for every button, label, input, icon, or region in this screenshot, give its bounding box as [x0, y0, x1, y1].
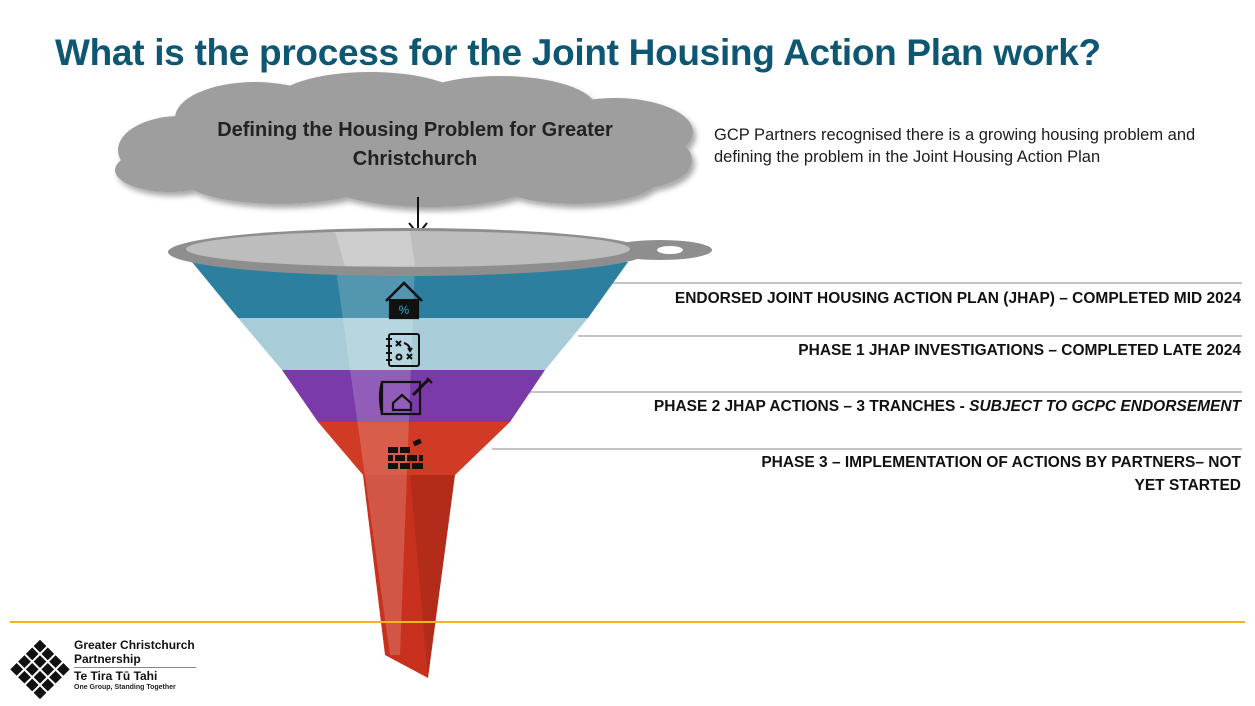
strategy-notepad-icon	[386, 333, 420, 367]
slide-title: What is the process for the Joint Housin…	[55, 32, 1101, 73]
stage-label-4: PHASE 3 – IMPLEMENTATION OF ACTIONS BY P…	[761, 454, 1241, 494]
funnel-highlight	[335, 262, 415, 655]
funnel-band-4	[318, 422, 510, 475]
logo-maori-name: Te Tira Tū Tahi	[74, 669, 158, 683]
logo-divider	[74, 667, 196, 668]
stage-label-1: ENDORSED JOINT HOUSING ACTION PLAN (JHAP…	[674, 290, 1241, 307]
brick-wall-icon	[388, 438, 423, 469]
stage-label-2: PHASE 1 JHAP INVESTIGATIONS – COMPLETED …	[798, 342, 1241, 359]
cloud-text: Defining the Housing Problem for Greater…	[217, 119, 613, 170]
funnel-band-3	[282, 370, 545, 422]
house-percent-icon: %	[385, 281, 423, 320]
intro-text: GCP Partners recognised there is a growi…	[714, 126, 1196, 166]
funnel-spout	[363, 475, 455, 678]
stage-label-3: PHASE 2 JHAP ACTIONS – 3 TRANCHES - SUBJ…	[601, 395, 1241, 418]
logo-name: Greater Christchurch Partnership	[74, 638, 195, 666]
funnel-body	[192, 262, 628, 678]
funnel-rim	[168, 228, 712, 276]
gcp-logo: Greater Christchurch Partnership Te Tira…	[10, 636, 210, 698]
cloud-shape	[115, 72, 693, 207]
stage-label-3-main: PHASE 2 JHAP ACTIONS – 3 TRANCHES -	[653, 398, 970, 415]
stage-label-3-emphasis: SUBJECT TO GCPC ENDORSEMENT	[969, 398, 1241, 415]
house-blueprint-icon	[378, 377, 433, 416]
spout-shade	[410, 475, 455, 678]
logo-tagline: One Group, Standing Together	[74, 684, 176, 691]
svg-text:%: %	[399, 303, 410, 317]
funnel-band-2	[238, 318, 588, 370]
